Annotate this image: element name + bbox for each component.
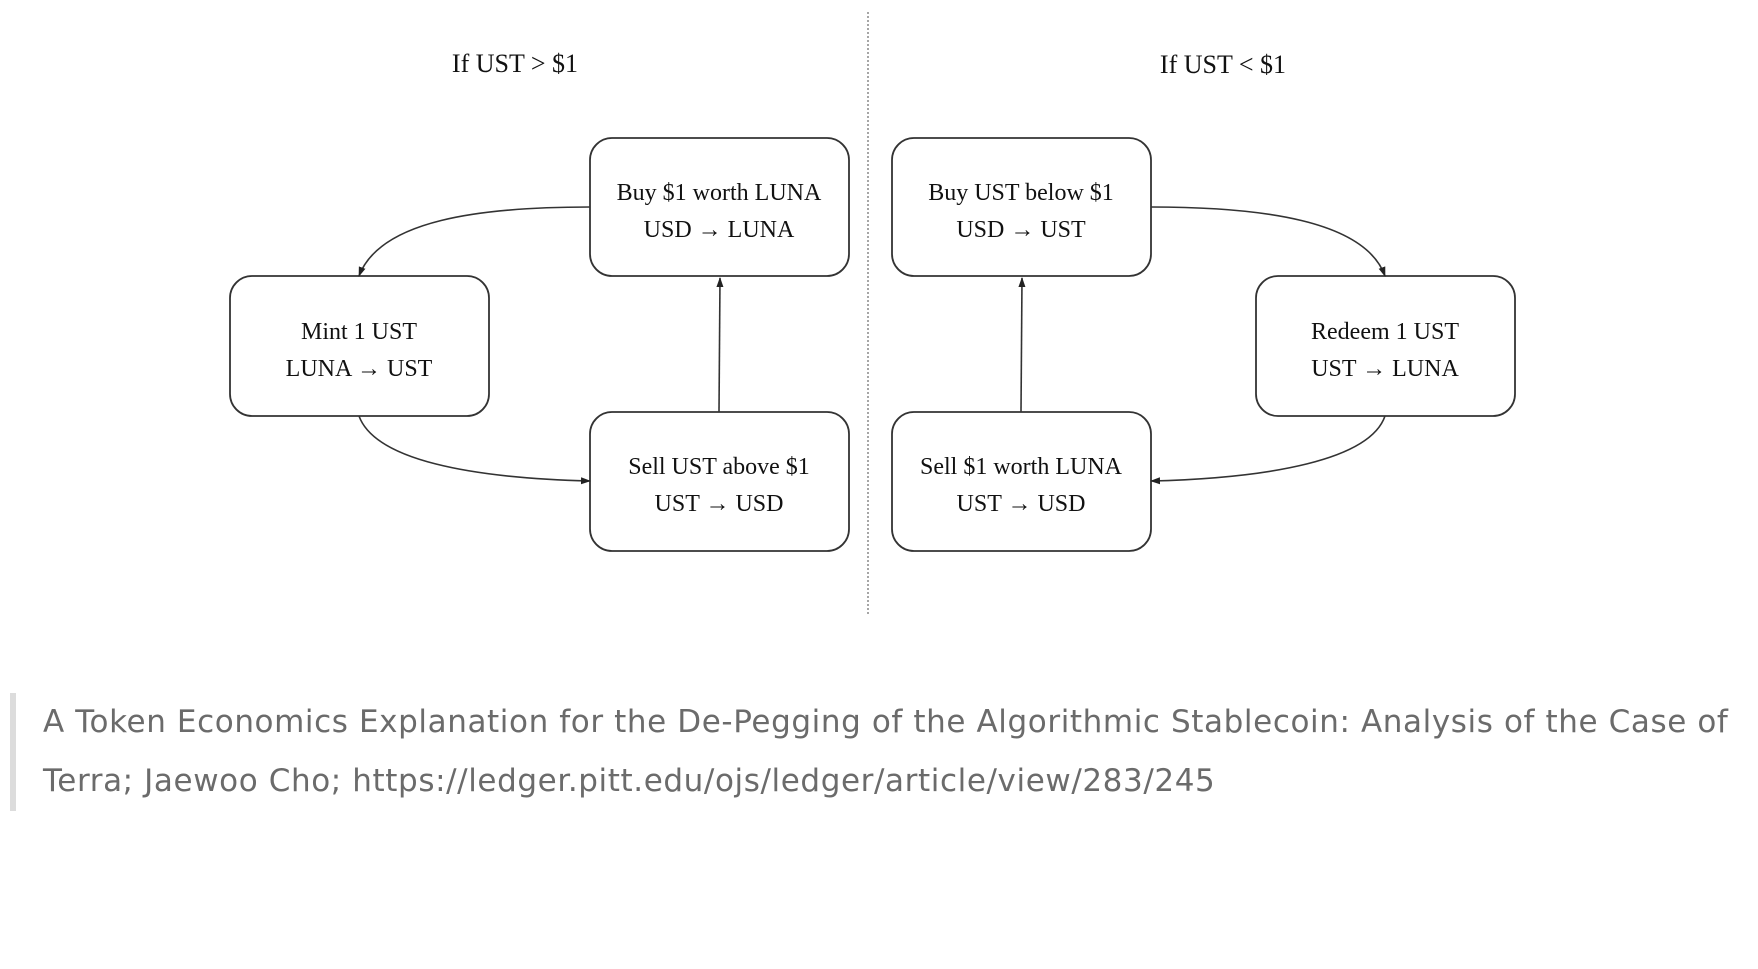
left-panel-title: If UST > $1 [452, 49, 578, 78]
box-sell-ust-line2: UST → USD [655, 491, 784, 517]
box-buy-luna-line2: USD → LUNA [644, 217, 795, 243]
box-sell-luna: Sell $1 worth LUNA UST → USD [891, 411, 1152, 552]
right-panel-title: If UST < $1 [1160, 50, 1286, 79]
box-buy-ust-line2: USD → UST [956, 217, 1086, 243]
arrow-buy-ust-to-redeem [1150, 206, 1386, 277]
box-redeem-ust: Redeem 1 UST UST → LUNA [1255, 275, 1516, 417]
box-buy-luna-line1: Buy $1 worth LUNA [617, 180, 822, 206]
box-sell-ust: Sell UST above $1 UST → USD [589, 411, 850, 552]
box-mint-ust-line2: LUNA → UST [286, 356, 433, 382]
arrow-buy-luna-to-mint [358, 206, 591, 277]
arrow-sell-ust-to-buy-luna [716, 277, 724, 413]
box-sell-luna-line1: Sell $1 worth LUNA [920, 454, 1123, 480]
arrow-redeem-to-sell-luna [1150, 415, 1386, 485]
figure-caption: A Token Economics Explanation for the De… [10, 693, 1758, 811]
box-sell-luna-line2: UST → USD [957, 491, 1086, 517]
terra-peg-diagram: If UST > $1 If UST < $1 Buy $1 worth LUN… [229, 12, 1516, 614]
box-buy-luna: Buy $1 worth LUNA USD → LUNA [589, 137, 850, 277]
box-redeem-ust-line2: UST → LUNA [1311, 356, 1459, 382]
arrow-sell-luna-to-buy-ust [1018, 277, 1026, 413]
box-mint-ust-line1: Mint 1 UST [301, 319, 417, 345]
box-redeem-ust-line1: Redeem 1 UST [1311, 319, 1459, 345]
arrow-mint-to-sell-ust [358, 415, 591, 485]
box-buy-ust-line1: Buy UST below $1 [928, 180, 1114, 206]
box-buy-ust: Buy UST below $1 USD → UST [891, 137, 1152, 277]
box-sell-ust-line1: Sell UST above $1 [628, 454, 810, 480]
box-mint-ust: Mint 1 UST LUNA → UST [229, 275, 490, 417]
